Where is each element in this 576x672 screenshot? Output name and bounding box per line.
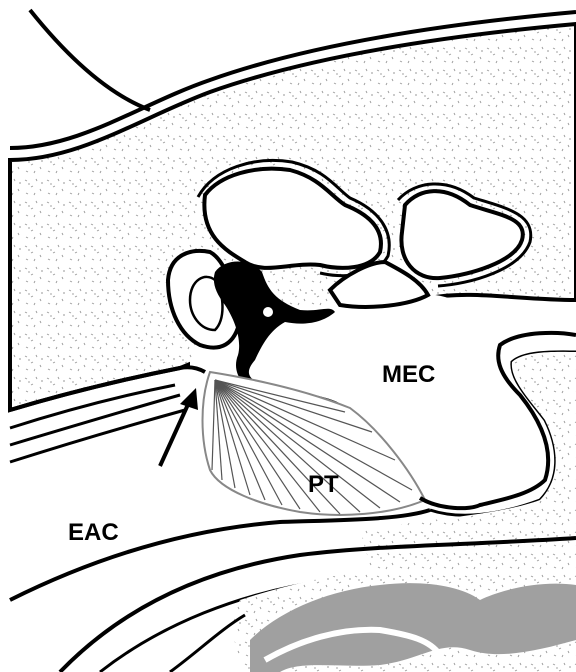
skull-contour: [30, 10, 150, 110]
label-mec: MEC: [382, 361, 435, 388]
label-eac: EAC: [68, 519, 119, 546]
label-pt: PT: [308, 471, 339, 498]
